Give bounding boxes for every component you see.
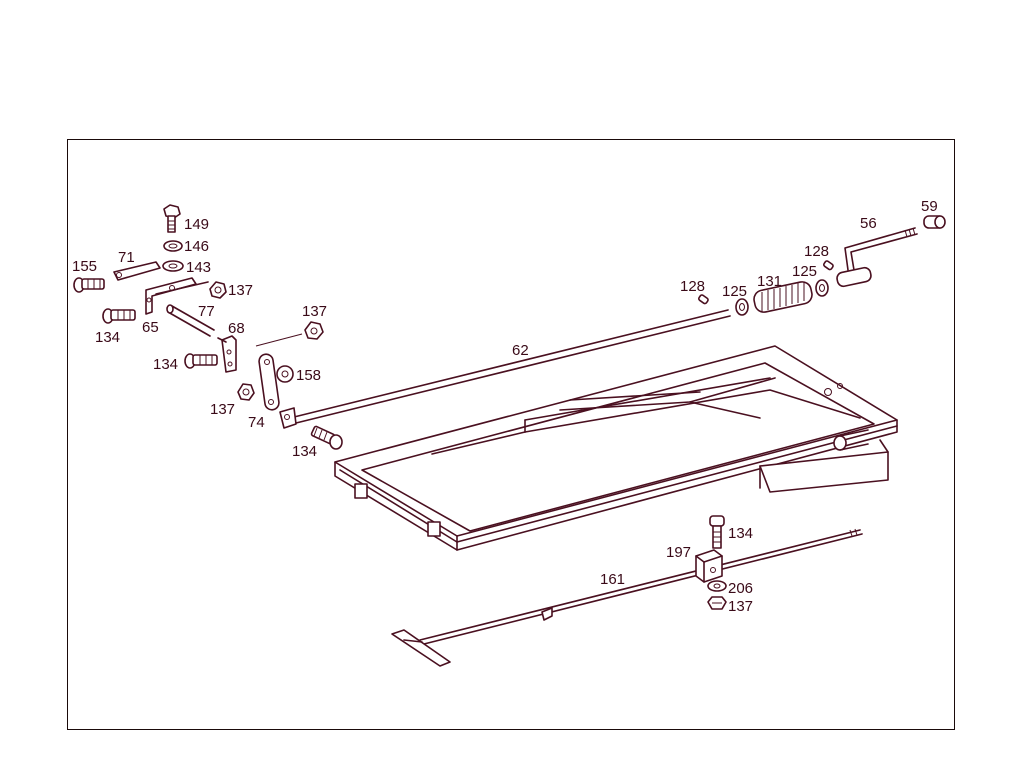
label-74: 74 — [248, 414, 265, 431]
label-65: 65 — [142, 319, 159, 336]
label-143: 143 — [186, 259, 211, 276]
label-149: 149 — [184, 216, 209, 233]
spring-131 — [753, 281, 813, 313]
plate-68 — [217, 335, 237, 373]
pin-128-right — [822, 260, 834, 271]
label-137-top: 137 — [228, 282, 253, 299]
block-197 — [695, 549, 723, 583]
bolt-155 — [73, 277, 105, 293]
lock-washer-146 — [163, 240, 183, 252]
label-59: 59 — [921, 198, 938, 215]
nut-137-top — [209, 281, 227, 299]
label-137-lower: 137 — [210, 401, 235, 418]
diagram-frame — [67, 139, 955, 730]
washer-206 — [707, 580, 727, 592]
bolt-134-lower — [310, 425, 343, 450]
bolt-134-left — [102, 308, 136, 324]
lever-71 — [113, 261, 161, 281]
washer-158 — [276, 365, 294, 383]
label-128-right: 128 — [804, 243, 829, 260]
frame-assembly — [334, 345, 898, 551]
label-77: 77 — [198, 303, 215, 320]
label-56: 56 — [860, 215, 877, 232]
label-134-lower: 134 — [292, 443, 317, 460]
knob-59 — [923, 215, 946, 229]
label-197: 197 — [666, 544, 691, 561]
label-146: 146 — [184, 238, 209, 255]
pin-128-left — [697, 294, 709, 305]
label-134-vertical: 134 — [728, 525, 753, 542]
washer-125-right — [815, 279, 829, 297]
bolt-134-vertical — [709, 515, 725, 549]
nut-137-lower — [237, 383, 255, 401]
part-labels: 149 146 143 71 155 137 65 77 134 68 137 … — [72, 198, 938, 615]
label-137-upper: 137 — [302, 303, 327, 320]
bracket-65 — [145, 277, 209, 315]
label-155: 155 — [72, 258, 97, 275]
label-62: 62 — [512, 342, 529, 359]
pin-77 — [166, 304, 215, 337]
label-206: 206 — [728, 580, 753, 597]
crank-56 — [836, 227, 918, 288]
bolt-149 — [163, 204, 181, 233]
label-158: 158 — [296, 367, 321, 384]
link-74 — [258, 353, 280, 411]
label-71: 71 — [118, 249, 135, 266]
rod-161 — [391, 528, 863, 667]
label-68: 68 — [228, 320, 245, 337]
nut-137-upper — [255, 321, 324, 347]
label-131: 131 — [757, 273, 782, 290]
rod-62 — [279, 309, 731, 429]
washer-143 — [162, 260, 184, 272]
label-128-left: 128 — [680, 278, 705, 295]
washer-125-left — [735, 298, 749, 316]
label-125-left: 125 — [722, 283, 747, 300]
label-161: 161 — [600, 571, 625, 588]
label-137-bottom: 137 — [728, 598, 753, 615]
bolt-134-middle — [184, 353, 218, 369]
label-134-middle: 134 — [153, 356, 178, 373]
label-125-right: 125 — [792, 263, 817, 280]
label-134-left: 134 — [95, 329, 120, 346]
nut-137-bottom — [707, 596, 727, 610]
